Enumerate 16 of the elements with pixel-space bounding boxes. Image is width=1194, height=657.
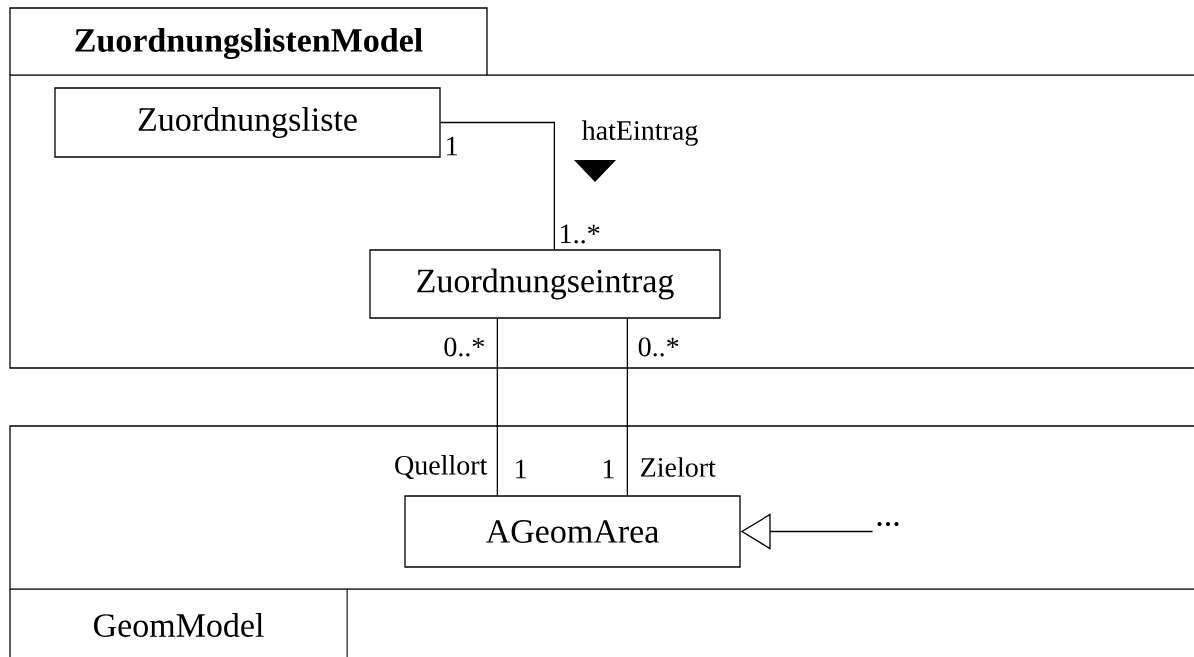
class-box: AGeomArea <box>404 495 741 568</box>
edge-label: hatEintrag <box>580 119 700 147</box>
association-line <box>626 318 628 496</box>
association-line <box>440 121 555 250</box>
association-line <box>496 318 498 496</box>
class-box: Zuordnungsliste <box>54 87 441 158</box>
class-box: Zuordnungseintrag <box>369 249 721 319</box>
role-name: Quellort <box>395 455 488 479</box>
multiplicity: 1 <box>603 459 614 479</box>
role-name: Zielort <box>641 457 716 477</box>
ellipsis: ... <box>877 522 899 526</box>
multiplicity: 0..* <box>444 337 484 357</box>
multiplicity: 1 <box>516 459 526 479</box>
multiplicity: 1 <box>447 136 457 156</box>
multiplicity: 1..* <box>561 224 600 244</box>
multiplicity: 0..* <box>638 337 679 357</box>
